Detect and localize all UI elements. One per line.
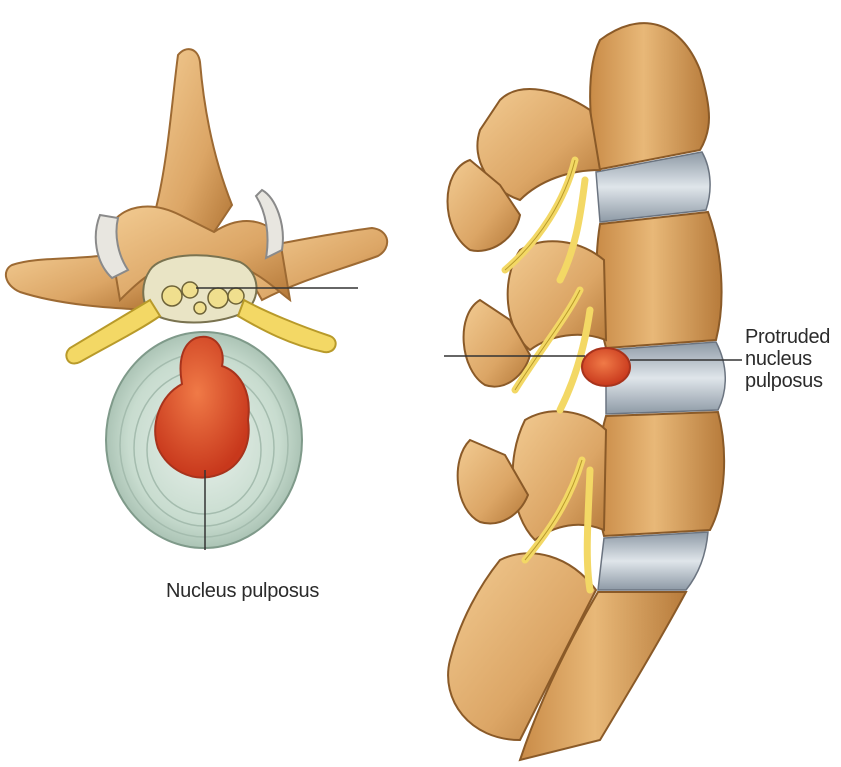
spinous-process	[156, 49, 232, 232]
vertebral-body-1	[590, 23, 709, 170]
disc-side-3	[598, 532, 708, 590]
right-nerve-root	[238, 300, 336, 352]
vertebral-body-3	[597, 412, 724, 536]
spine-lateral-view	[444, 23, 742, 760]
vertebra-top-view	[6, 49, 387, 550]
nucleus-pulposus-label: Nucleus pulposus	[166, 580, 319, 602]
protruded-nucleus-pulposus	[582, 348, 630, 386]
vertebral-body-2	[597, 212, 722, 348]
protruded-label-line-3: pulposus	[745, 370, 841, 392]
protruded-nucleus-pulposus-label: Protruded nucleus pulposus	[745, 326, 841, 392]
protruded-label-line-1: Protruded	[745, 326, 841, 348]
protruded-label-line-2: nucleus	[745, 348, 841, 370]
